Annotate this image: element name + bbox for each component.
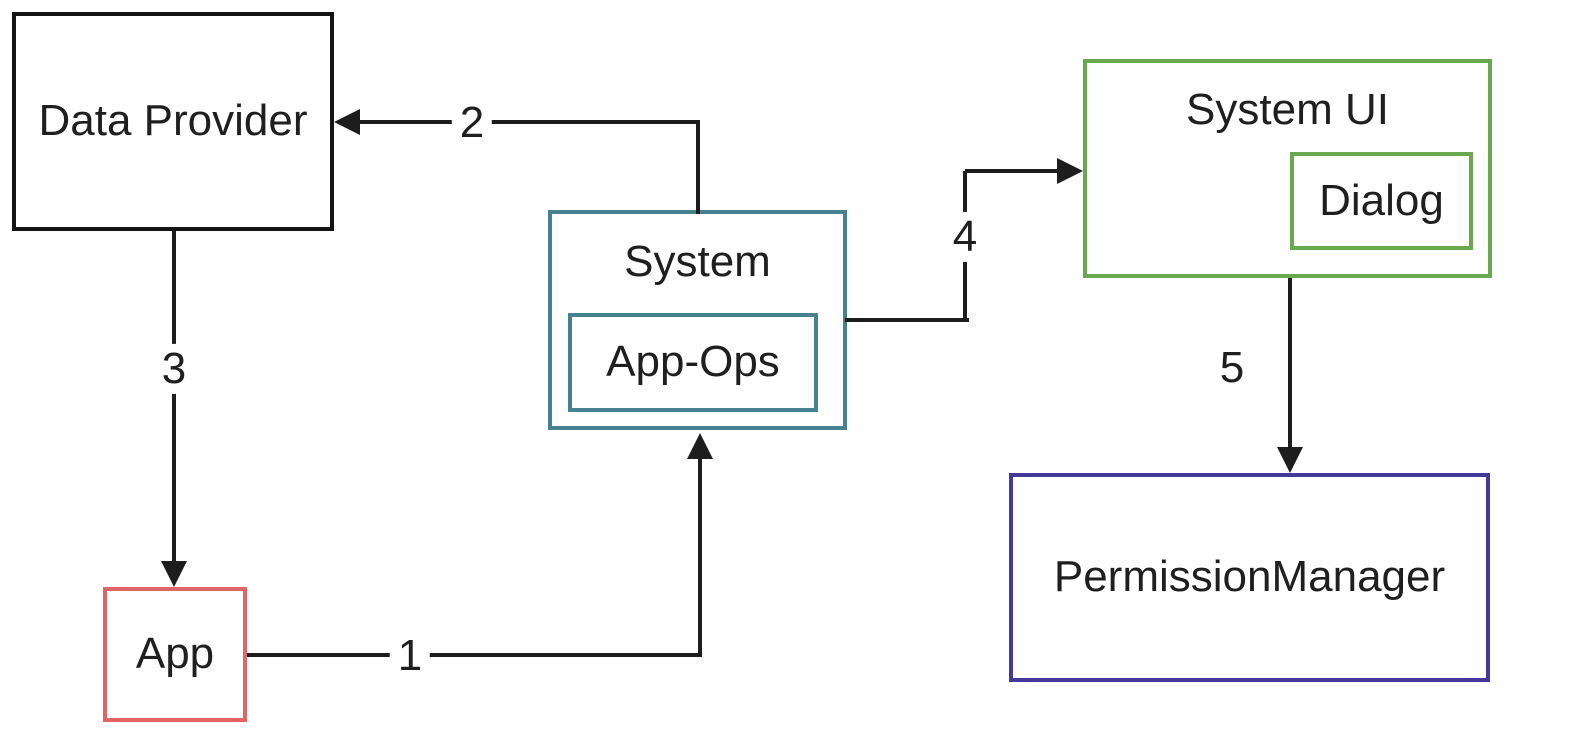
node-data-provider-label: Data Provider (38, 96, 308, 146)
node-permission-manager: PermissionManager (1009, 473, 1490, 682)
edge-5-arrowhead-down-icon (1277, 447, 1303, 473)
edge-2-arrowhead-left-icon (334, 109, 360, 135)
edge-5-vertical-segment (1288, 278, 1292, 449)
node-app: App (103, 587, 247, 722)
node-app-ops: App-Ops (568, 313, 818, 412)
node-permission-manager-label: PermissionManager (1053, 552, 1446, 602)
edge-3-vertical-segment (172, 231, 176, 561)
edge-4-arrowhead-right-icon (1057, 158, 1083, 184)
node-dialog-label: Dialog (1319, 175, 1444, 225)
edge-4-step-label: 4 (944, 211, 986, 263)
node-system-ui-label: System UI (1186, 85, 1389, 134)
edge-1-arrowhead-up-icon (687, 433, 713, 459)
node-dialog: Dialog (1290, 152, 1473, 250)
edge-1-vertical-segment (698, 455, 702, 657)
edge-3-step-label: 3 (153, 343, 195, 395)
edge-4-upper-horizontal-segment (965, 169, 1057, 173)
edge-1-horizontal-segment (247, 653, 702, 657)
edge-2-step-label: 2 (451, 97, 493, 149)
edge-5-step-label: 5 (1211, 342, 1253, 394)
node-system-ui: System UI Dialog (1083, 59, 1492, 278)
edge-4-lower-horizontal-segment (845, 318, 969, 322)
edge-3-arrowhead-down-icon (161, 561, 187, 587)
node-app-ops-label: App-Ops (606, 337, 780, 387)
edge-2-horizontal-segment (352, 120, 700, 124)
node-system-label: System (624, 237, 771, 286)
edge-1-step-label: 1 (389, 630, 431, 682)
node-app-label: App (135, 629, 215, 679)
node-data-provider: Data Provider (12, 12, 334, 231)
node-system: System App-Ops (548, 210, 847, 430)
edge-2-vertical-segment (696, 122, 700, 214)
